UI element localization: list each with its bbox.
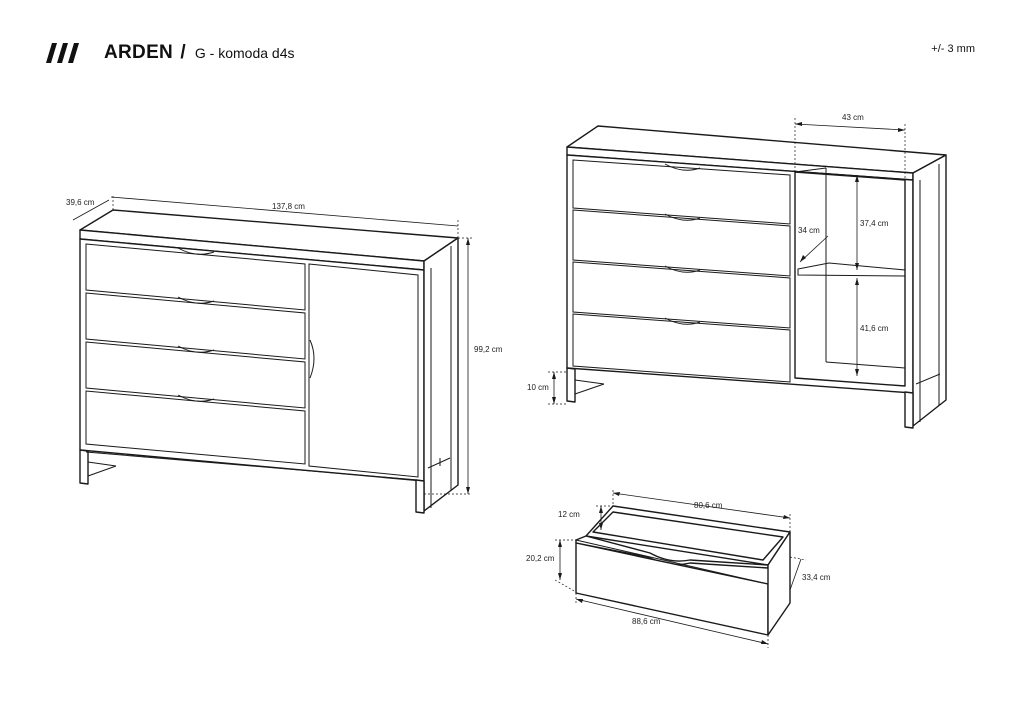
cabinet-front	[79, 238, 425, 482]
left-leg	[566, 367, 576, 403]
dim-shelf-depth-label: 34 cm	[798, 226, 820, 235]
dim-drawer-front-height-label: 20,2 cm	[526, 554, 555, 563]
title-separator: /	[180, 42, 186, 63]
inner-shelf	[797, 262, 906, 277]
dim-width-label: 137,8 cm	[272, 202, 305, 211]
triple-slash-logo-icon	[46, 43, 79, 63]
drawer-front	[572, 159, 791, 225]
door-handle-icon	[309, 339, 315, 379]
drawer-handle-icon	[664, 213, 701, 221]
drawer-drawing: 80,6 cm 12 cm 20,2 cm 33,4 cm 88,6 cm	[526, 490, 831, 648]
cabinet-side	[423, 237, 459, 512]
drawer-handle-icon	[664, 163, 701, 171]
drawer-handle-icon	[177, 345, 215, 353]
drawer-front	[85, 243, 306, 311]
cabinet-side	[912, 154, 947, 427]
dim-upper-height-label: 37,4 cm	[860, 219, 889, 228]
dim-compartment-width-label: 43 cm	[842, 113, 864, 122]
front-view-drawing: 39,6 cm 137,8 cm 99,2 cm	[66, 196, 503, 514]
drawer-handle-icon	[177, 296, 215, 304]
drawer-front	[85, 390, 306, 465]
drawer-handle-icon	[664, 265, 701, 273]
dim-drawer-side-height-label: 12 cm	[558, 510, 580, 519]
dim-drawer-front-width-label: 88,6 cm	[632, 617, 661, 626]
dim-lower-height-label: 41,6 cm	[860, 324, 889, 333]
left-leg	[79, 449, 89, 485]
dim-depth-label: 39,6 cm	[66, 198, 95, 207]
dim-height-label: 99,2 cm	[474, 345, 503, 354]
drawer-handle-icon	[177, 247, 215, 255]
model-name: G - komoda d4s	[194, 45, 295, 61]
drawer-front	[572, 261, 791, 329]
open-view-drawing: 43 cm 34 cm 37,4 cm 41,6 cm 10 cm	[527, 113, 947, 429]
drawer-front	[572, 209, 791, 277]
page-title: ARDEN / G - komoda d4s	[104, 42, 295, 64]
right-leg	[415, 479, 425, 514]
brand-name: ARDEN	[104, 42, 174, 63]
right-leg	[904, 391, 914, 429]
drawer-front	[572, 313, 791, 383]
drawer-handle-icon	[664, 317, 701, 325]
dim-drawer-inner-width-label: 80,6 cm	[694, 501, 723, 510]
dim-leg-height-label: 10 cm	[527, 383, 549, 392]
cabinet-door	[308, 263, 419, 478]
drawer-handle-icon	[177, 394, 215, 402]
drawer-front	[85, 292, 306, 360]
dim-drawer-depth-label: 33,4 cm	[802, 573, 831, 582]
tolerance-note: +/- 3 mm	[931, 43, 975, 55]
drawer-front	[85, 341, 306, 409]
drawer-side-panel	[767, 531, 791, 636]
open-compartment	[794, 171, 906, 387]
